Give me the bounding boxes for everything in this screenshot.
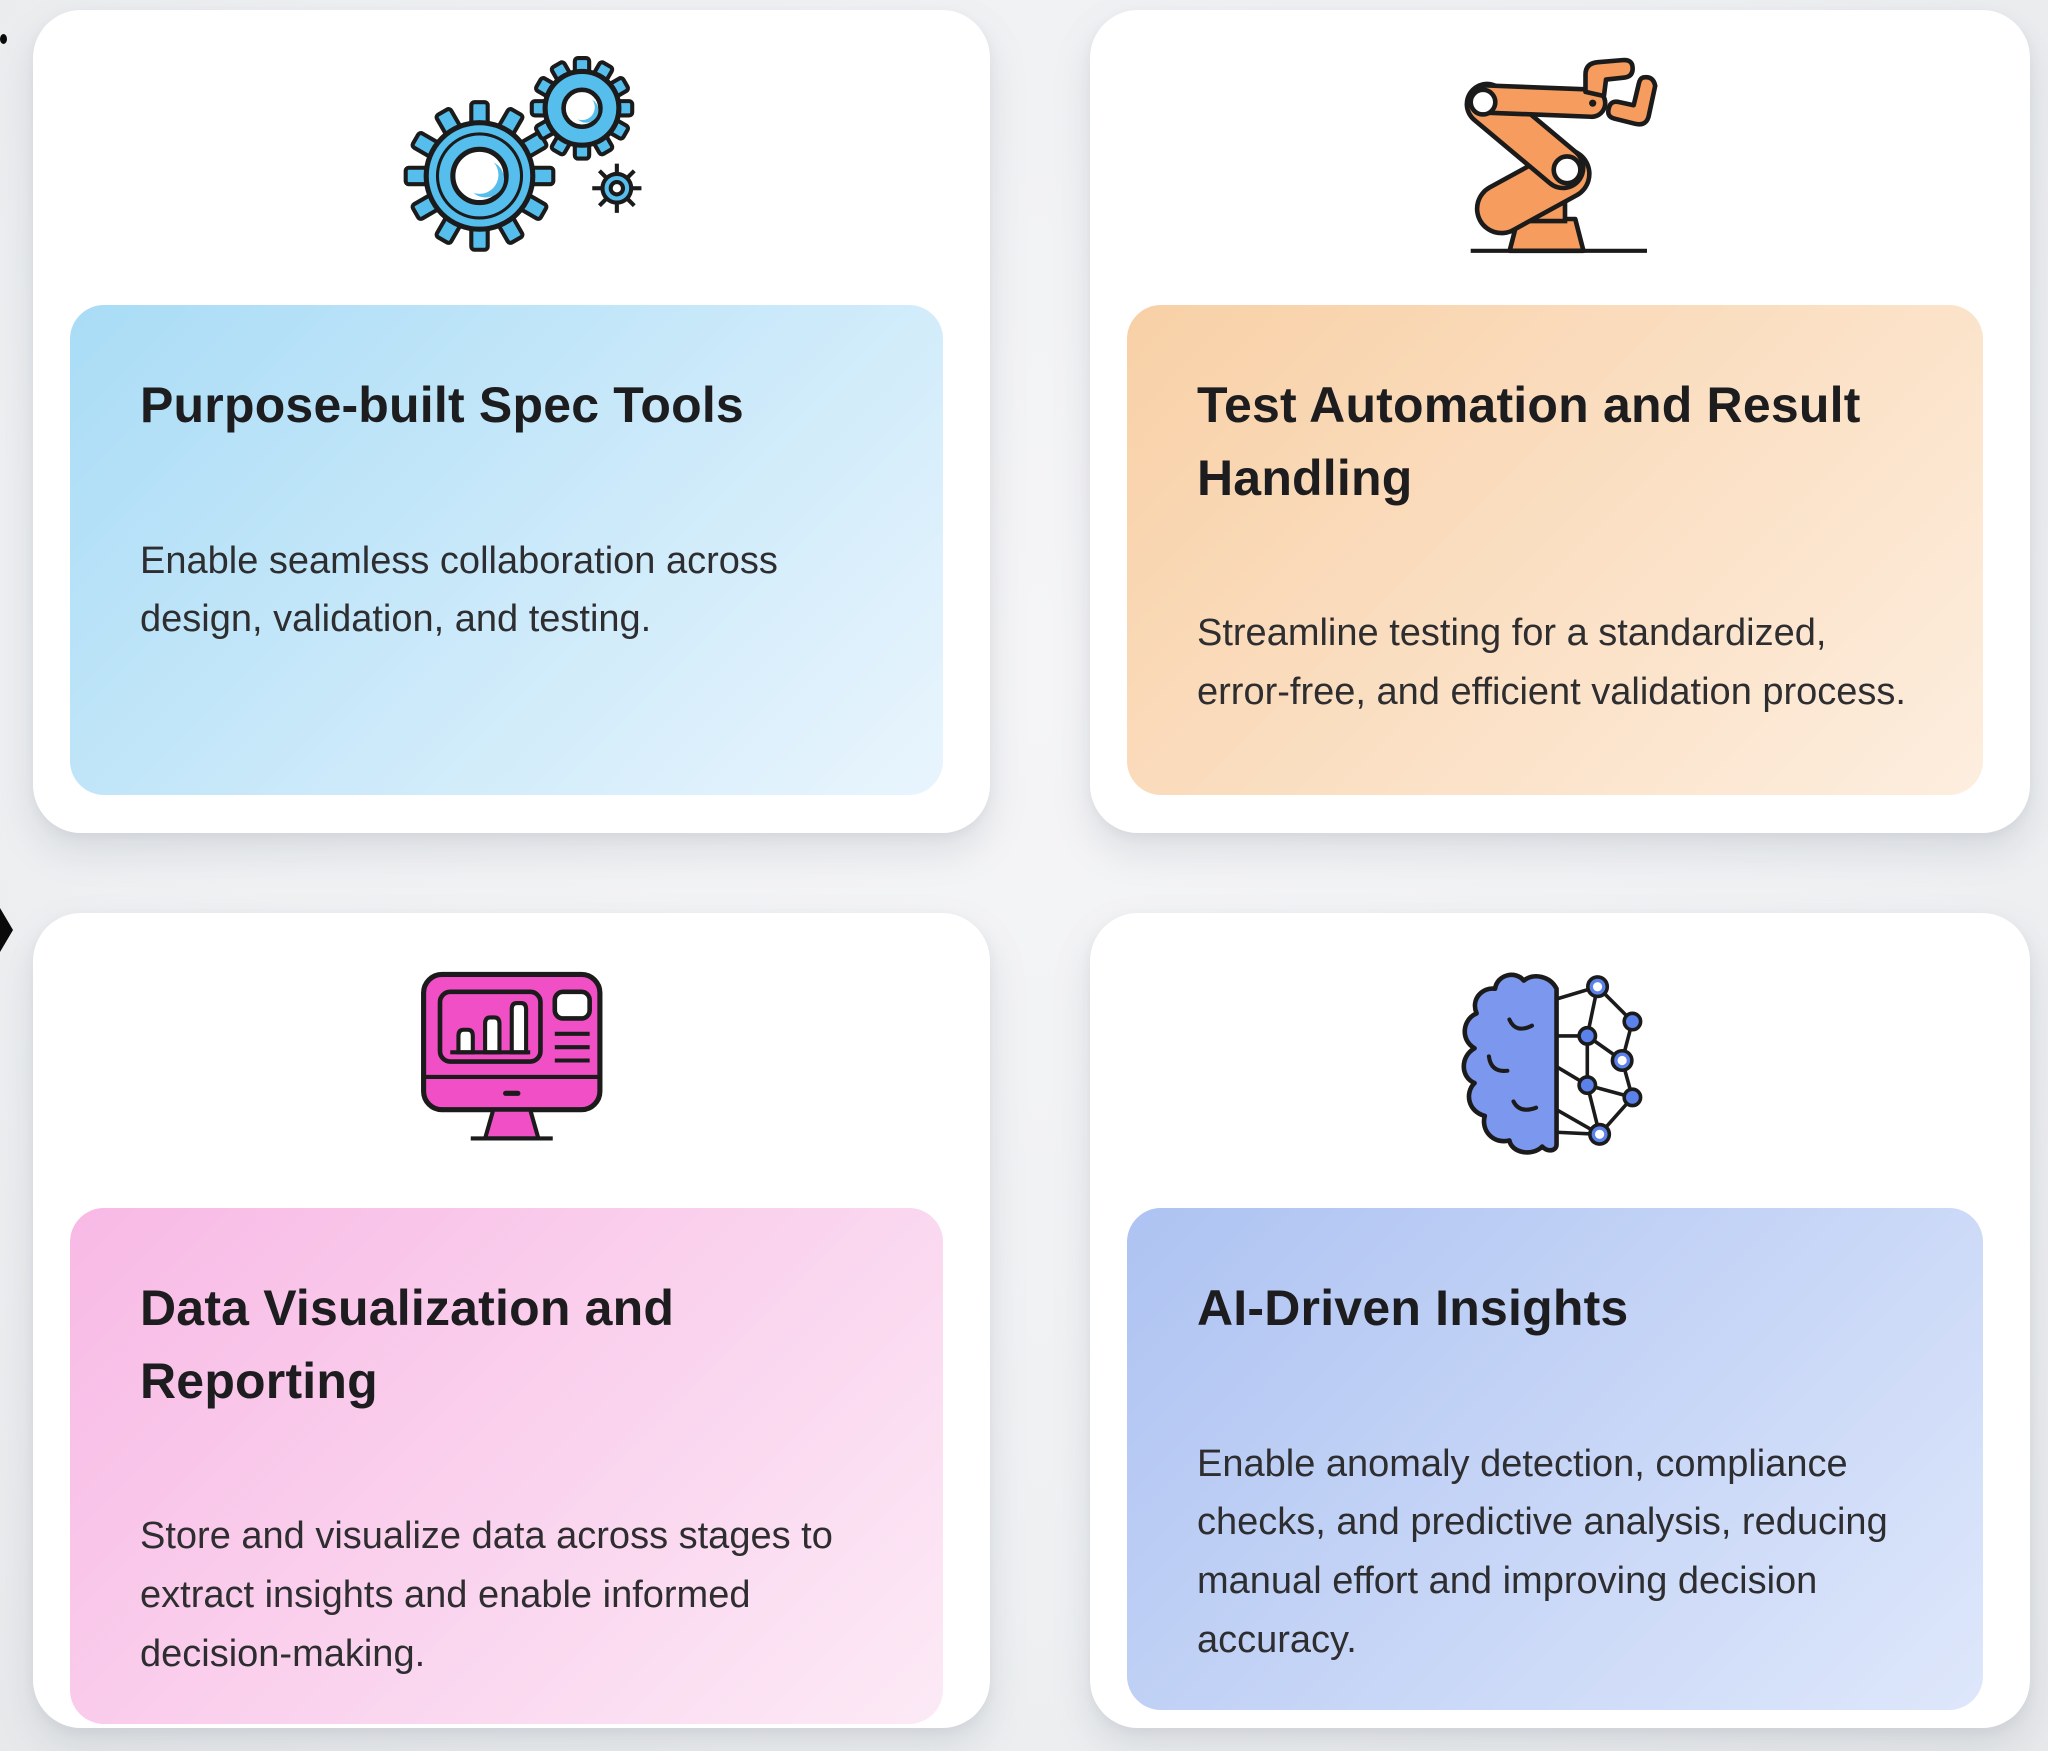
icon-area: [1090, 10, 2030, 305]
feature-description: Store and visualize data across stages t…: [140, 1515, 833, 1675]
icon-area: [33, 913, 990, 1208]
feature-panel: Purpose-built Spec Tools Enable seamless…: [70, 305, 943, 795]
icon-area: [33, 10, 990, 305]
robot-arm-icon: [1464, 57, 1658, 254]
feature-card-spec-tools: Purpose-built Spec Tools Enable seamless…: [33, 10, 990, 833]
icon-area: [1090, 913, 2030, 1208]
page-edge-mark: [0, 908, 13, 952]
feature-title: Purpose-built Spec Tools: [140, 377, 744, 433]
monitor-chart-icon: [420, 971, 603, 1141]
feature-title: Data Visualization and Reporting: [140, 1280, 675, 1409]
feature-grid: Purpose-built Spec Tools Enable seamless…: [33, 10, 2030, 1728]
feature-description: Enable seamless collaboration across des…: [140, 539, 778, 641]
gears-icon: [377, 55, 642, 260]
feature-card-data-visualization: Data Visualization and Reporting Store a…: [33, 913, 990, 1728]
feature-card-test-automation: Test Automation and Result Handling Stre…: [1090, 10, 2030, 833]
feature-description: Enable anomaly detection, compliance che…: [1197, 1442, 1888, 1662]
feature-panel: Test Automation and Result Handling Stre…: [1127, 305, 1983, 795]
feature-panel: AI-Driven Insights Enable anomaly detect…: [1127, 1208, 1983, 1711]
feature-description: Streamline testing for a standardized, e…: [1197, 612, 1906, 713]
brain-network-icon: [1461, 972, 1643, 1155]
feature-card-ai-insights: AI-Driven Insights Enable anomaly detect…: [1090, 913, 2030, 1728]
feature-panel: Data Visualization and Reporting Store a…: [70, 1208, 943, 1724]
feature-title: Test Automation and Result Handling: [1197, 377, 1861, 506]
page-edge-mark: [0, 34, 7, 44]
feature-title: AI-Driven Insights: [1197, 1280, 1629, 1336]
